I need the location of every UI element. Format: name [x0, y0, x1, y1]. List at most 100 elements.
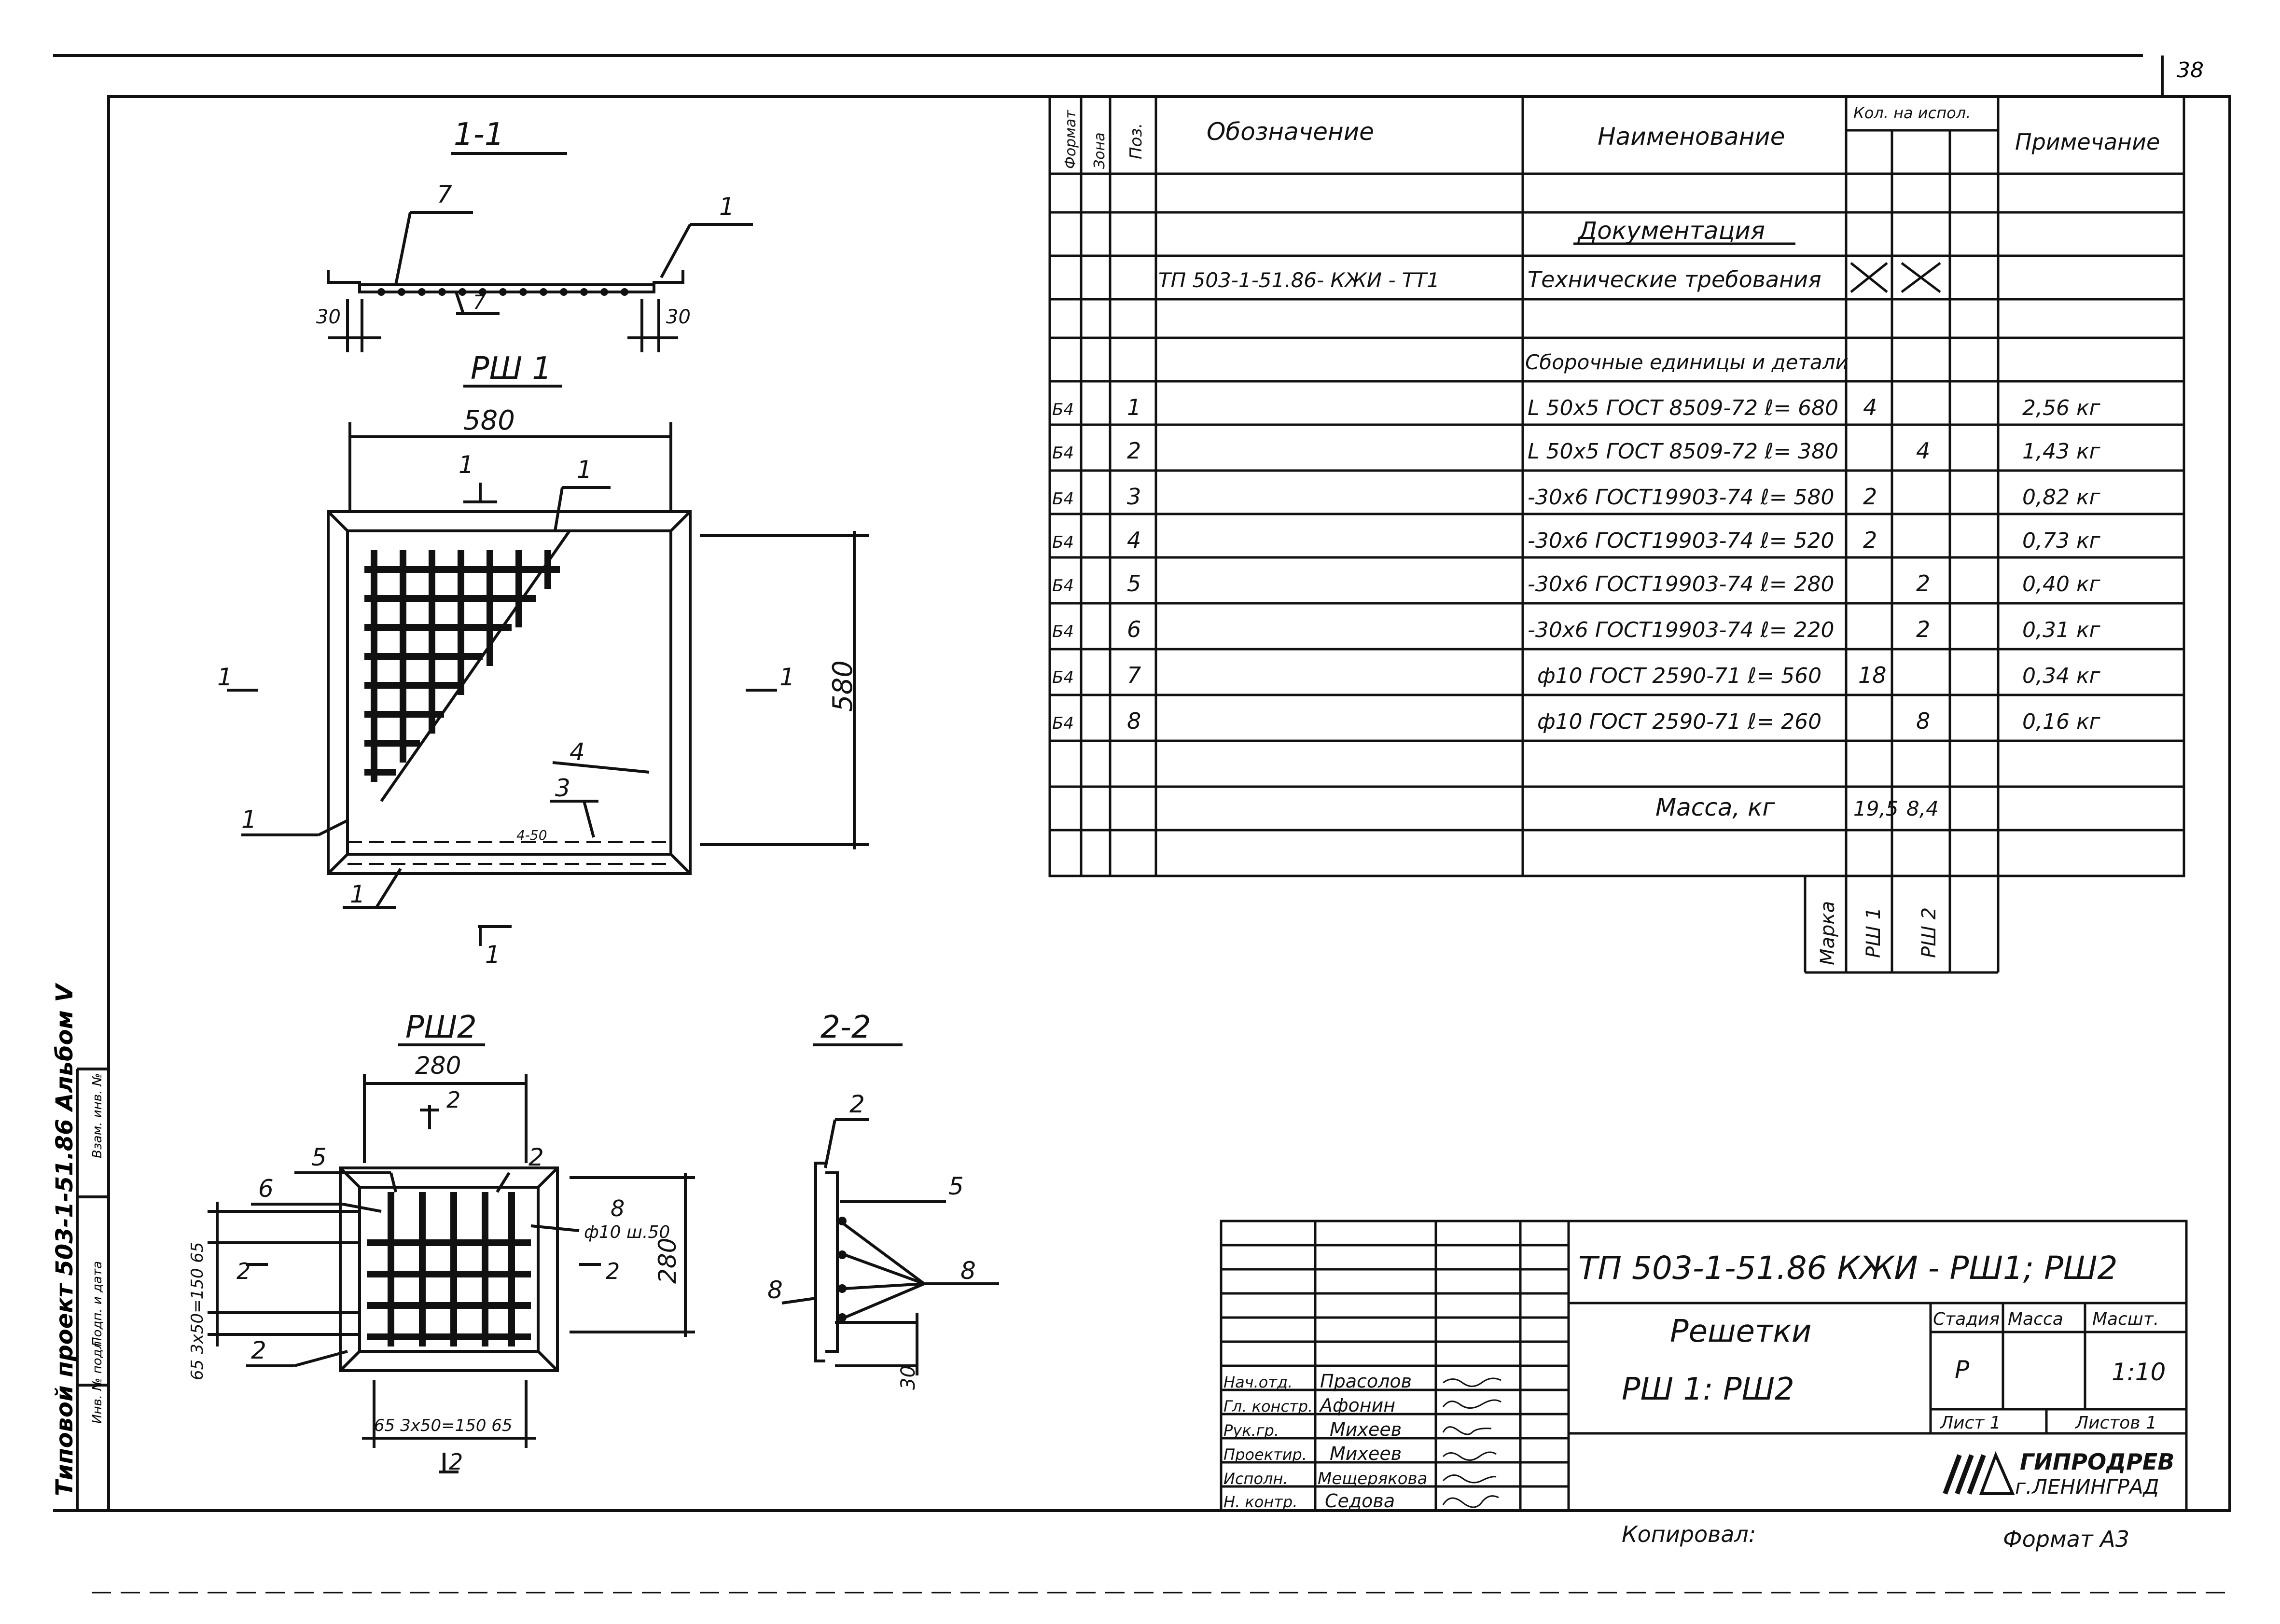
- rsh2-callout-8: 8: [611, 1195, 625, 1221]
- section-2-2-title: 2-2: [820, 1010, 871, 1045]
- hdr-designation: Обозначение: [1207, 118, 1374, 146]
- rsh2-callout-6: 6: [258, 1175, 274, 1203]
- dim-30-right: 30: [666, 306, 691, 328]
- row-note: 0,40 кг: [2022, 572, 2101, 597]
- spec-row-4: Б4 4 -30х6 ГОСТ19903-74 ℓ= 520 2 0,73 кг: [1052, 527, 2101, 553]
- sec22-callout-8-right: 8: [960, 1257, 976, 1285]
- rsh1-inner-note: 4-50: [516, 827, 547, 843]
- stage-label: Стадия: [1933, 1309, 2000, 1329]
- sheet-count: Листов 1: [2074, 1413, 2157, 1433]
- margin-stamp-invno: Инв. № подл.: [90, 1337, 105, 1424]
- hdr-qty: Кол. на испол.: [1853, 104, 1971, 122]
- row-pos: 8: [1127, 708, 1141, 734]
- row-qty-1: 2: [1863, 484, 1877, 510]
- row-format: Б4: [1052, 576, 1074, 596]
- row-pos: 6: [1127, 616, 1141, 642]
- mark-rsh1: РШ 1: [1863, 907, 1885, 958]
- doc-designation: ТП 503-1-51.86- КЖИ - ТТ1: [1158, 268, 1440, 292]
- row-note: 0,82 кг: [2022, 485, 2101, 510]
- sec22-callout-2: 2: [849, 1090, 865, 1118]
- mass-col-label: Масса: [2008, 1309, 2063, 1329]
- row-qty-1: 4: [1863, 394, 1877, 420]
- row-name: -30х6 ГОСТ19903-74 ℓ= 280: [1528, 572, 1834, 597]
- row-qty-2: 4: [1916, 438, 1930, 464]
- section-2-2: 2-2 2 5 8 8 30: [767, 1010, 999, 1390]
- row-note: 2,56 кг: [2022, 396, 2101, 420]
- staff-name: Прасолов: [1320, 1371, 1412, 1392]
- row-qty-2: 2: [1916, 570, 1930, 597]
- rsh2-callout-2-top: 2: [528, 1143, 544, 1171]
- row-pos: 7: [1127, 662, 1141, 688]
- mass-label: Масса, кг: [1655, 793, 1775, 821]
- row-qty-1: 2: [1863, 527, 1877, 553]
- spec-row-5: Б4 5 -30х6 ГОСТ19903-74 ℓ= 280 2 0,40 кг: [1052, 570, 2101, 597]
- rsh2-dim-width: 280: [415, 1052, 461, 1080]
- rsh2-callout-5: 5: [311, 1143, 327, 1171]
- rsh2-callout-2-bottom: 2: [251, 1336, 266, 1364]
- row-note: 1,43 кг: [2022, 439, 2101, 464]
- format-label: Формат А3: [2003, 1526, 2129, 1552]
- rsh2-dim-left: 65 3х50=150 65: [188, 1242, 207, 1380]
- spec-row-6: Б4 6 -30х6 ГОСТ19903-74 ℓ= 220 2 0,31 кг: [1052, 616, 2101, 642]
- drawing-code: ТП 503-1-51.86 КЖИ - РШ1; РШ2: [1578, 1249, 2118, 1287]
- row-pos: 3: [1127, 484, 1141, 510]
- row-format: Б4: [1052, 622, 1074, 641]
- rod-dots: [377, 288, 628, 296]
- org-name: ГИПРОДРЕВ: [2020, 1449, 2174, 1475]
- callout-7b: 7: [473, 291, 486, 314]
- spec-row-8: Б4 8 ф10 ГОСТ 2590-71 ℓ= 260 8 0,16 кг: [1052, 708, 2101, 734]
- staff-name: Михеев: [1330, 1443, 1402, 1464]
- spec-row-2: Б4 2 L 50х5 ГОСТ 8509-72 ℓ= 380 4 1,43 к…: [1052, 438, 2101, 464]
- rsh1-section-mark-top: 1: [459, 451, 474, 479]
- row-format: Б4: [1052, 444, 1074, 463]
- row-qty-1: 18: [1858, 662, 1887, 688]
- staff-role: Рук.гр.: [1223, 1421, 1279, 1440]
- hdr-zone: Зона: [1091, 132, 1108, 169]
- staff-role: Исполн.: [1223, 1470, 1288, 1488]
- scale-value: 1:10: [2112, 1358, 2166, 1386]
- hdr-note: Примечание: [2015, 129, 2160, 155]
- staff-role: Гл. констр.: [1223, 1397, 1313, 1416]
- row-name: L 50х5 ГОСТ 8509-72 ℓ= 680: [1528, 396, 1838, 420]
- row-format: Б4: [1052, 714, 1074, 733]
- spec-row-1: Б4 1 L 50х5 ГОСТ 8509-72 ℓ= 680 4 2,56 к…: [1052, 394, 2101, 420]
- margin-stamp-sign: Подп. и дата: [90, 1261, 105, 1346]
- staff-name: Седова: [1325, 1490, 1395, 1512]
- row-name: ф10 ГОСТ 2590-71 ℓ= 260: [1537, 709, 1821, 734]
- spec-table: Формат Зона Поз. Обозначение Наименовани…: [1048, 95, 2185, 974]
- sec22-dim: 30: [897, 1365, 919, 1390]
- rsh1-callout-1-left: 1: [241, 805, 257, 833]
- row-pos: 1: [1127, 394, 1141, 420]
- rsh2-bar-note: ф10 ш.50: [584, 1222, 670, 1242]
- rsh1-plan: РШ 1: [217, 351, 869, 969]
- margin-stamp-text: Типовой проект 503-1-51.86 Альбом V: [51, 983, 78, 1496]
- row-format: Б4: [1052, 489, 1074, 509]
- stage-value: Р: [1955, 1356, 1970, 1384]
- rsh1-title: РШ 1: [471, 351, 552, 387]
- staff-name: Афонин: [1319, 1395, 1395, 1416]
- marka-label: Марка: [1817, 901, 1839, 965]
- rsh1-dim-width: 580: [463, 405, 515, 436]
- callout-7: 7: [437, 180, 452, 208]
- row-note: 0,16 кг: [2022, 709, 2101, 734]
- staff-role: Нач.отд.: [1223, 1373, 1293, 1391]
- rsh1-section-mark-right: 1: [779, 663, 795, 691]
- sheet-number: Лист 1: [1939, 1413, 2001, 1433]
- row-name: -30х6 ГОСТ19903-74 ℓ= 220: [1528, 618, 1834, 642]
- row-format: Б4: [1052, 400, 1074, 419]
- rsh2-section-mark-right: 2: [606, 1258, 620, 1284]
- title-line-2: РШ 1: РШ2: [1622, 1372, 1794, 1407]
- signatures: [1442, 1377, 1501, 1508]
- spec-row-3: Б4 3 -30х6 ГОСТ19903-74 ℓ= 580 2 0,82 кг: [1052, 484, 2101, 510]
- section-1-1-title: 1-1: [454, 117, 504, 153]
- margin-stamp-replace: Взам. инв. №: [90, 1073, 105, 1158]
- row-note: 0,73 кг: [2022, 528, 2101, 553]
- title-line-1: Решетки: [1670, 1314, 1811, 1349]
- rsh1-dim-height: 580: [827, 660, 859, 712]
- spec-row-7: Б4 7 ф10 ГОСТ 2590-71 ℓ= 560 18 0,34 кг: [1052, 662, 2101, 688]
- rsh1-section-mark-bottom: 1: [485, 941, 500, 969]
- rsh2-dim-bottom: 65 3х50=150 65: [374, 1416, 513, 1435]
- staff-rows: Нач.отд. Прасолов Гл. констр. Афонин Рук…: [1223, 1371, 1427, 1512]
- org-city: г.ЛЕНИНГРАД: [2015, 1475, 2159, 1499]
- mark-rsh2: РШ 2: [1918, 907, 1940, 958]
